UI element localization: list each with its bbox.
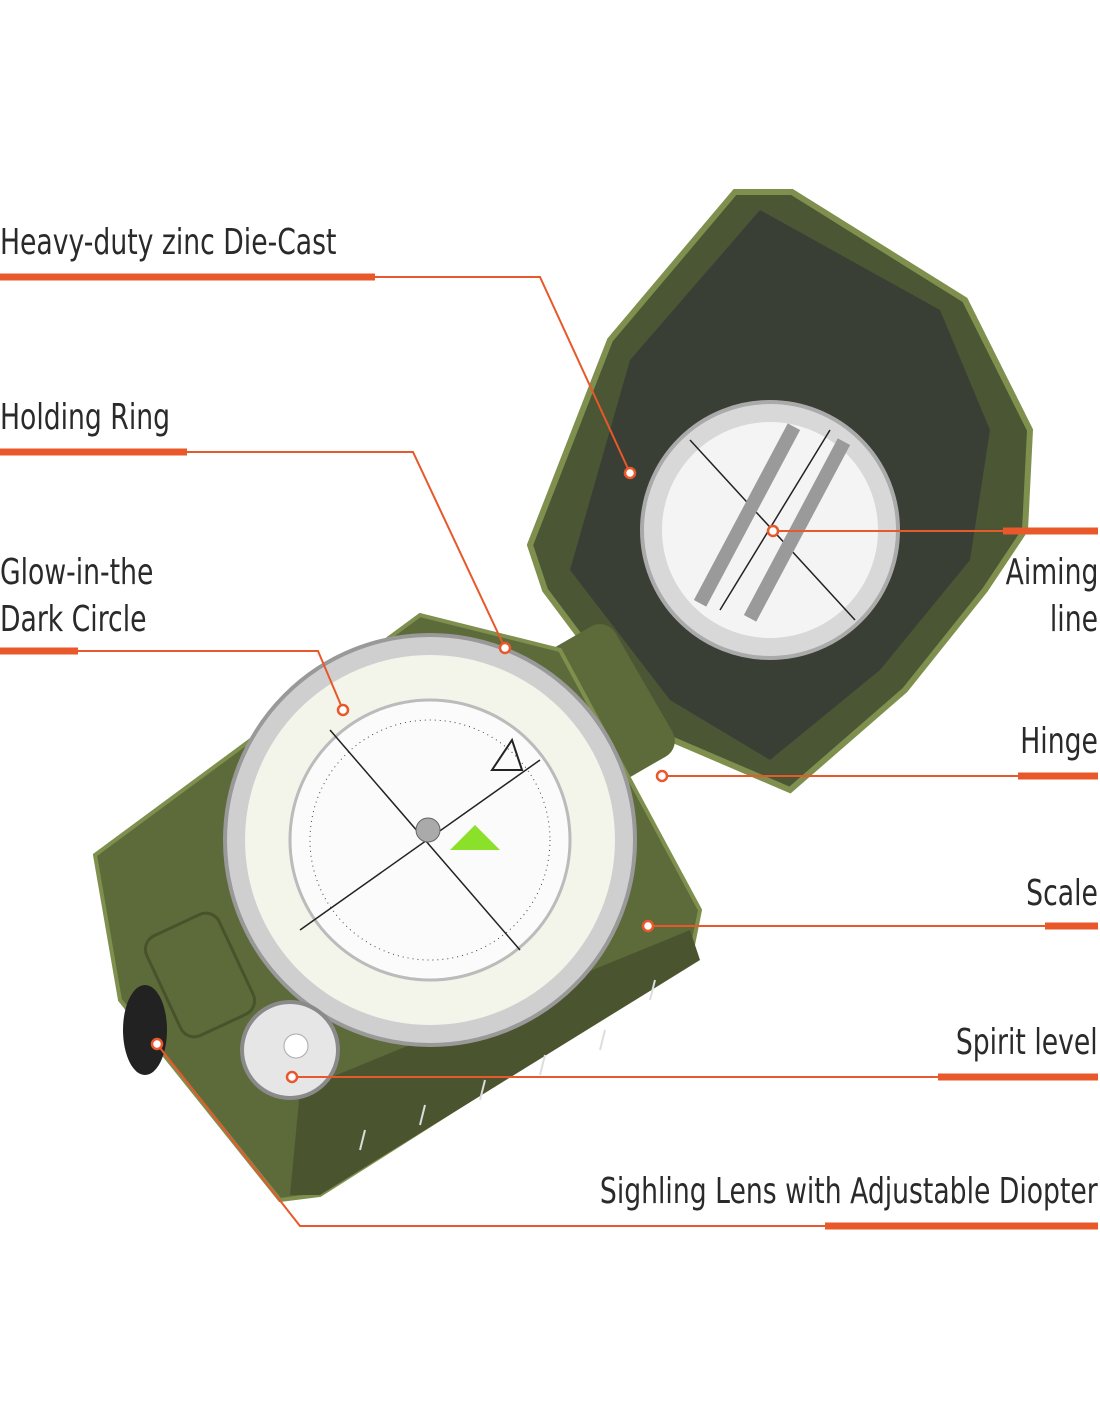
label-die-cast: Heavy-duty zinc Die-Cast xyxy=(0,222,337,263)
diopter-knob xyxy=(123,985,167,1075)
label-hinge: Hinge xyxy=(1020,721,1098,762)
sighting-lens-housing xyxy=(143,911,257,1039)
label-aiming-line1: Aiming xyxy=(1005,552,1098,593)
label-spirit-level: Spirit level xyxy=(956,1022,1098,1063)
label-sighting-lens: Sighling Lens with Adjustable Diopter xyxy=(600,1171,1098,1212)
label-scale: Scale xyxy=(1026,873,1098,914)
label-glow-line2: Dark Circle xyxy=(0,599,147,640)
label-glow-line1: Glow-in-the xyxy=(0,552,154,593)
label-aiming-line2: line xyxy=(1049,599,1098,640)
leader-lines xyxy=(0,273,1098,1230)
leader-dots xyxy=(150,466,780,1084)
label-holding-ring: Holding Ring xyxy=(0,397,171,438)
glow-needle xyxy=(450,825,500,850)
